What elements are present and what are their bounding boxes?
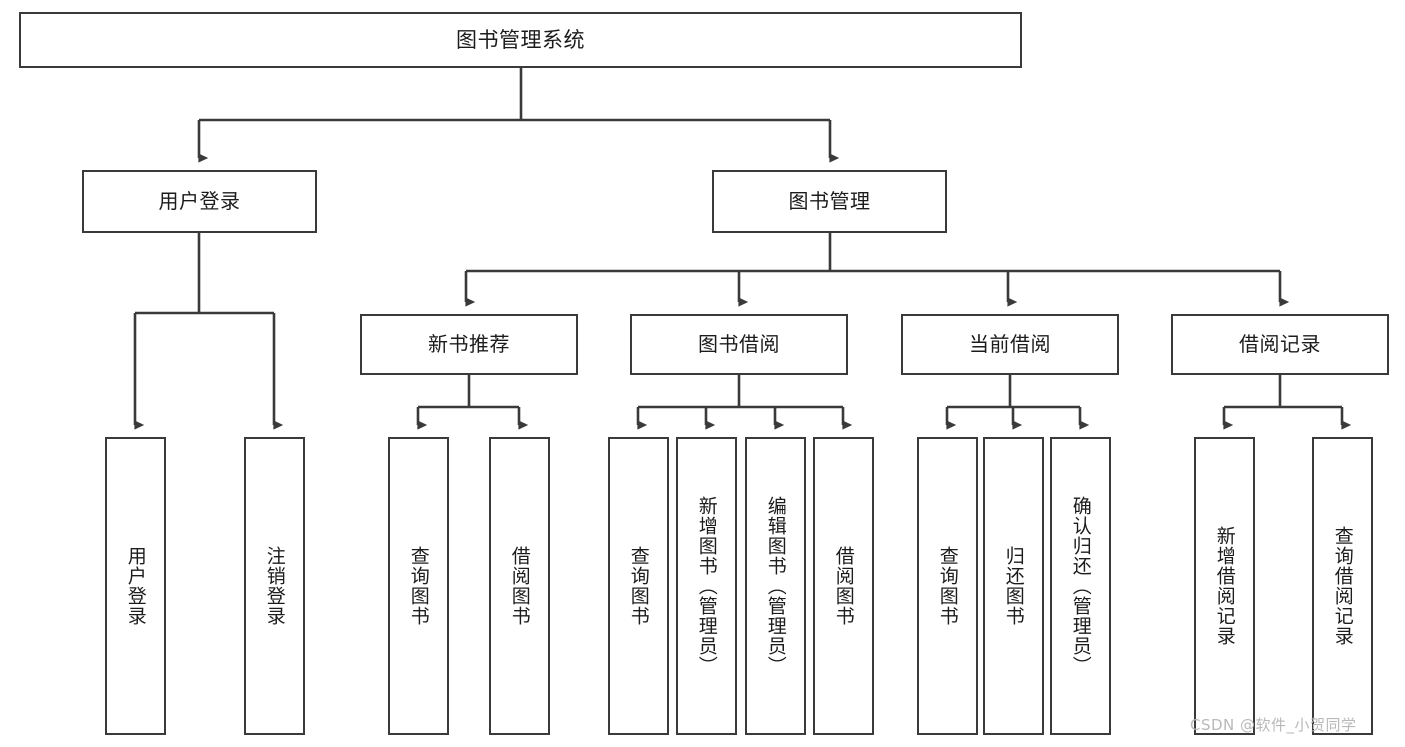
node-leaf-query-record-label: 查询借阅记录 [1331, 526, 1354, 646]
node-root[interactable]: 图书管理系统 [19, 12, 1022, 68]
node-leaf-user-logout[interactable]: 注销登录 [244, 437, 305, 735]
node-leaf-add-book-label: 新增图书（管理员） [695, 496, 718, 676]
node-user-login-label: 用户登录 [158, 188, 241, 213]
node-borrow-record-label: 借阅记录 [1239, 331, 1321, 356]
node-root-label: 图书管理系统 [456, 27, 585, 52]
node-current-borrow[interactable]: 当前借阅 [901, 314, 1119, 375]
node-leaf-add-record[interactable]: 新增借阅记录 [1194, 437, 1255, 735]
watermark-text: CSDN @软件_小贺同学 [1190, 716, 1357, 734]
node-leaf-user-logout-label: 注销登录 [263, 546, 286, 626]
node-leaf-user-login[interactable]: 用户登录 [105, 437, 166, 735]
node-leaf-borrow-book-2-label: 借阅图书 [832, 546, 855, 626]
node-leaf-borrow-book-2[interactable]: 借阅图书 [813, 437, 874, 735]
node-book-borrow[interactable]: 图书借阅 [630, 314, 848, 375]
node-leaf-borrow-book-1[interactable]: 借阅图书 [489, 437, 550, 735]
node-new-book-rec-label: 新书推荐 [428, 331, 510, 356]
node-book-manage-label: 图书管理 [788, 188, 871, 213]
node-leaf-query-book-3[interactable]: 查询图书 [917, 437, 978, 735]
node-leaf-confirm-return[interactable]: 确认归还（管理员） [1050, 437, 1111, 735]
node-borrow-record[interactable]: 借阅记录 [1171, 314, 1389, 375]
node-leaf-query-record[interactable]: 查询借阅记录 [1312, 437, 1373, 735]
node-new-book-rec[interactable]: 新书推荐 [360, 314, 578, 375]
node-leaf-edit-book-label: 编辑图书（管理员） [764, 496, 787, 676]
node-leaf-add-record-label: 新增借阅记录 [1213, 526, 1236, 646]
node-current-borrow-label: 当前借阅 [969, 331, 1051, 356]
node-leaf-query-book-3-label: 查询图书 [936, 546, 959, 626]
node-leaf-borrow-book-1-label: 借阅图书 [508, 546, 531, 626]
node-leaf-query-book-2[interactable]: 查询图书 [608, 437, 669, 735]
node-leaf-query-book-2-label: 查询图书 [627, 546, 650, 626]
node-book-borrow-label: 图书借阅 [698, 331, 780, 356]
node-leaf-return-book[interactable]: 归还图书 [983, 437, 1044, 735]
node-leaf-add-book[interactable]: 新增图书（管理员） [676, 437, 737, 735]
node-leaf-query-book-1-label: 查询图书 [407, 546, 430, 626]
node-leaf-query-book-1[interactable]: 查询图书 [388, 437, 449, 735]
node-leaf-confirm-return-label: 确认归还（管理员） [1069, 496, 1092, 676]
node-leaf-return-book-label: 归还图书 [1002, 546, 1025, 626]
node-user-login[interactable]: 用户登录 [82, 170, 317, 233]
node-leaf-edit-book[interactable]: 编辑图书（管理员） [745, 437, 806, 735]
node-book-manage[interactable]: 图书管理 [712, 170, 947, 233]
node-leaf-user-login-label: 用户登录 [124, 546, 147, 626]
